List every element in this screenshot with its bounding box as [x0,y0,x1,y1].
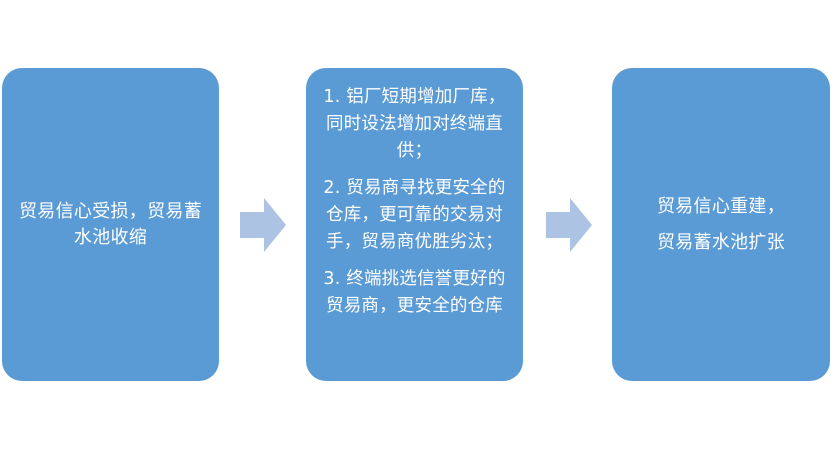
process-box-left: 贸易信心受损，贸易蓄水池收缩 [2,68,219,381]
arrow-right-icon [240,198,286,252]
right-box-line-2: 贸易蓄水池扩张 [656,231,786,253]
middle-item-2: 2. 贸易商寻找更安全的仓库，更可靠的交易对手，贸易商优胜劣汰； [323,178,506,252]
process-box-middle: 1. 铝厂短期增加厂库，同时设法增加对终端直供； 2. 贸易商寻找更安全的仓库，… [306,68,523,381]
left-box-text: 贸易信心受损，贸易蓄水池收缩 [19,200,202,248]
process-box-right: 贸易信心重建， 贸易蓄水池扩张 [612,68,830,381]
middle-item-1: 1. 铝厂短期增加厂库，同时设法增加对终端直供； [323,87,506,161]
right-box-line-1: 贸易信心重建， [656,195,786,217]
arrow-right-icon [546,198,592,252]
middle-item-3: 3. 终端挑选信誉更好的贸易商，更安全的仓库 [323,269,506,316]
